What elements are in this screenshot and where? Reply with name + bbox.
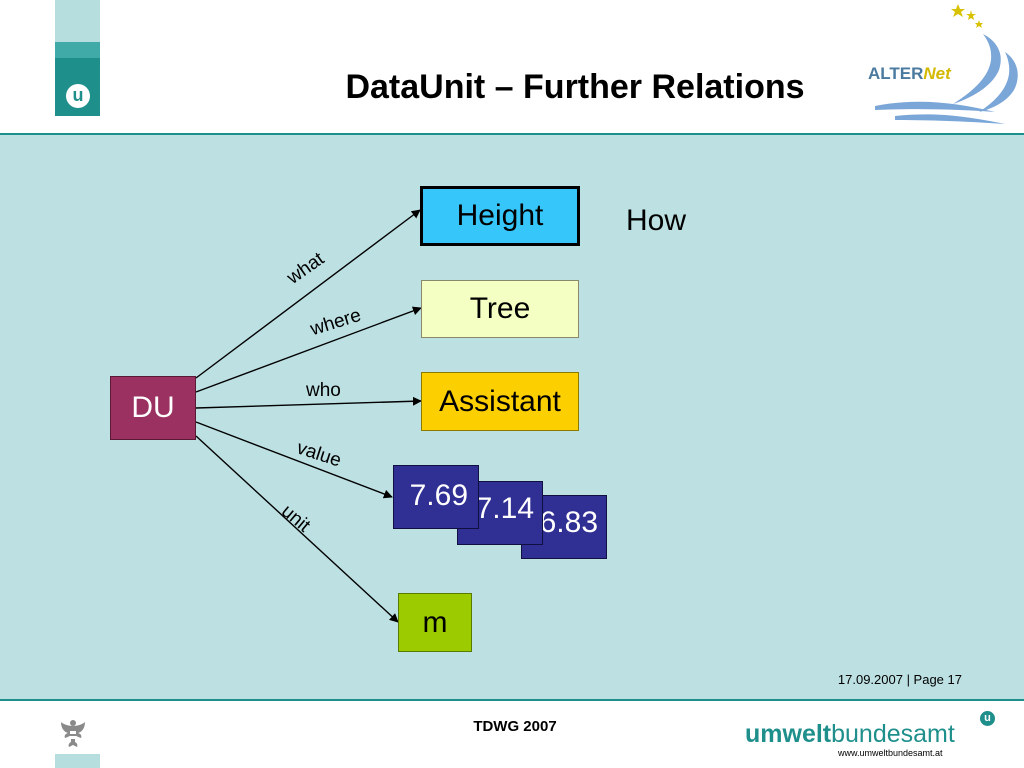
relation-label-who: who [306,380,341,401]
slide-title: DataUnit – Further Relations [345,68,805,106]
umweltbundesamt-badge-icon: u [980,711,995,726]
arrow-value [195,421,393,499]
height-node: Height [420,186,580,246]
alternet-logo-icon [875,4,1018,124]
unit-node: m [398,593,472,652]
arrow-who [195,396,422,409]
header-divider [0,133,1024,135]
page-info: 17.09.2007 | Page 17 [837,672,962,687]
tree-node: Tree [421,280,579,338]
arrow-unit [195,435,399,623]
how-label: How [626,204,687,237]
umweltbundesamt-wordmark: umweltbundesamt [745,720,955,748]
header-strip-light [55,0,100,42]
arrow-what [195,209,421,379]
assistant-node: Assistant [421,372,579,431]
website-url: www.umweltbundesamt.at [838,748,943,758]
alternet-logo-text: ALTERNet [868,64,951,83]
umweltbundesamt-logo-icon: u [66,84,90,108]
value-node-1: 7.69 [393,465,479,529]
event-label: TDWG 2007 [473,718,557,735]
du-node: DU [110,376,196,440]
footer-divider [0,699,1024,701]
arrow-where [195,306,422,393]
header-strip-mid [55,42,100,58]
footer-strip [55,754,100,768]
austrian-eagle-crest-icon [61,720,85,747]
